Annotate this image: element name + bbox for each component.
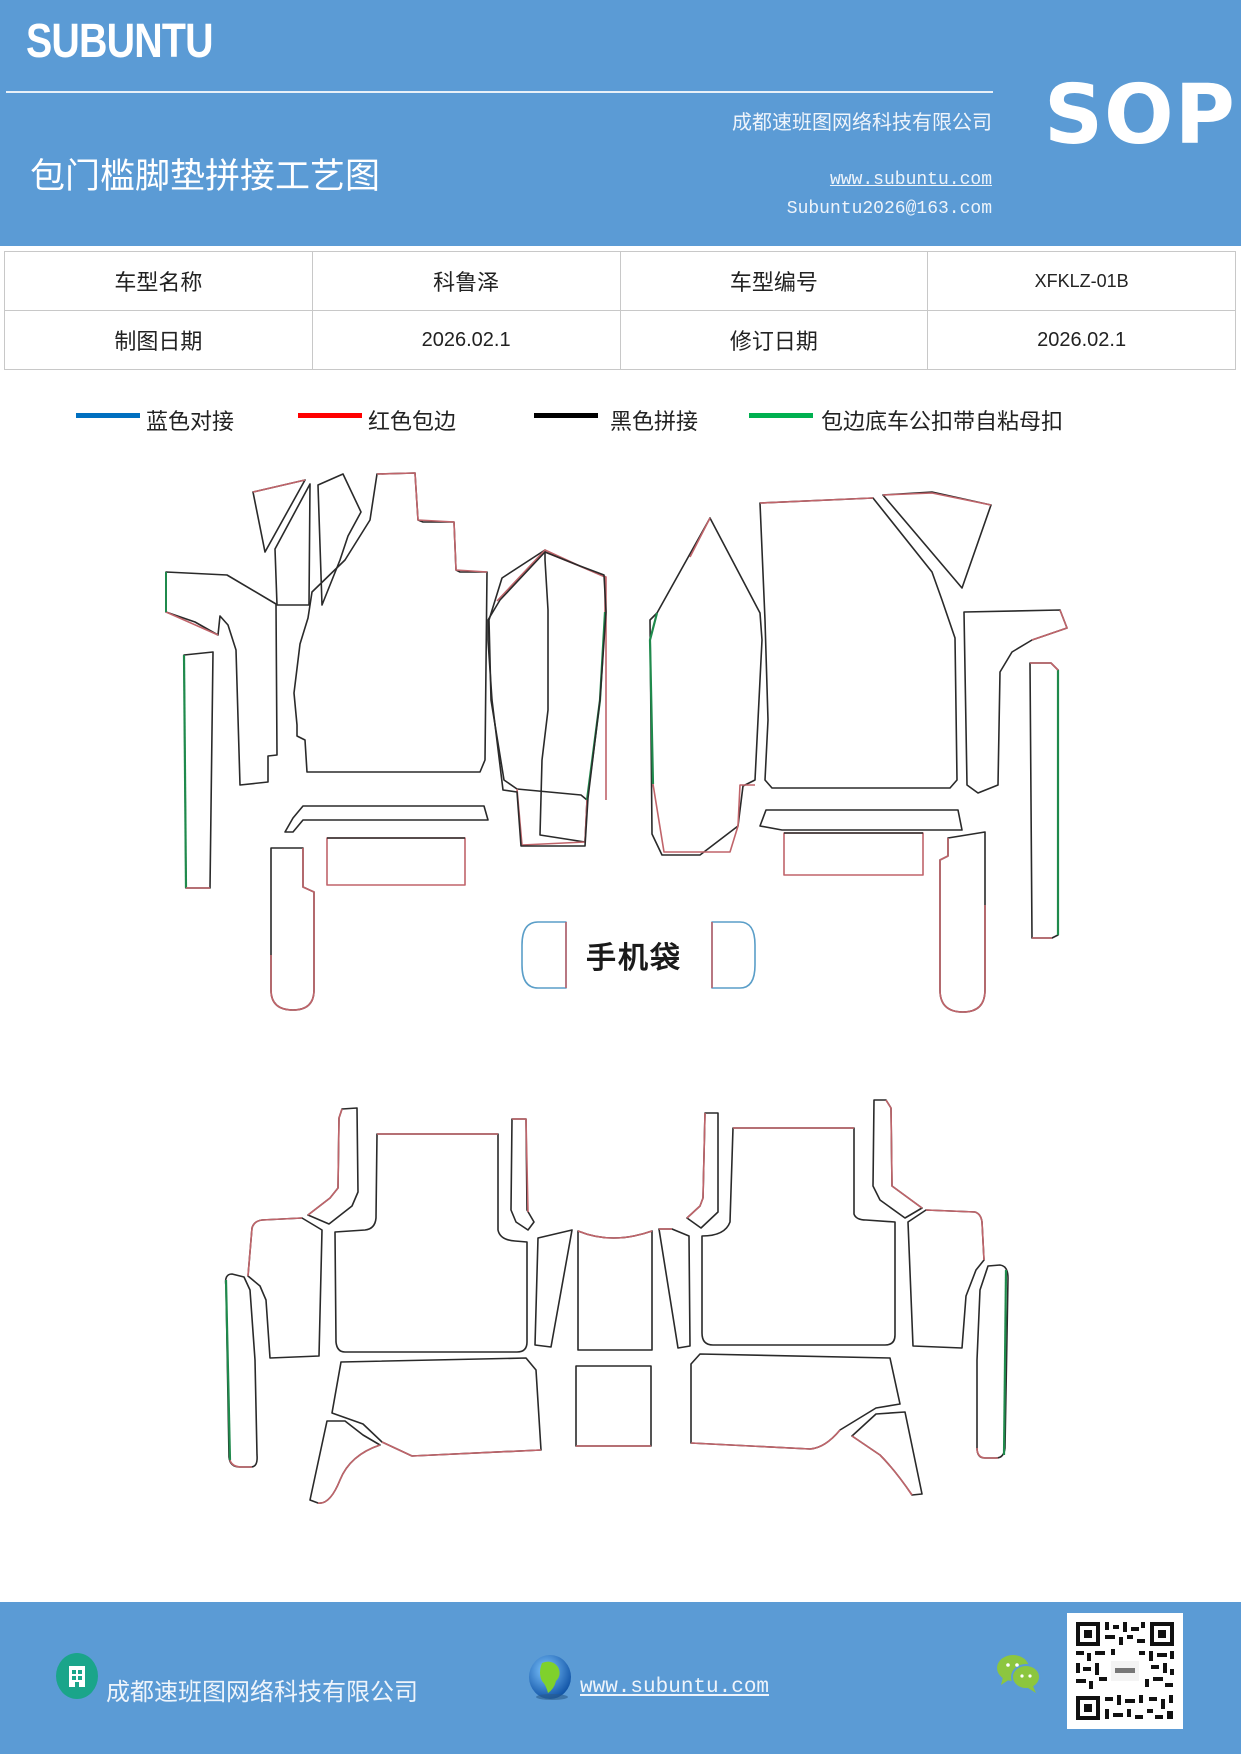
header-banner: SUBUNTU 包门槛脚垫拼接工艺图 成都速班图网络科技有限公司 www.sub… — [0, 0, 1241, 246]
footer-company-name: 成都速班图网络科技有限公司 — [106, 1678, 418, 1706]
phone-pocket-label: 手机袋 — [586, 941, 682, 976]
model-name-value: 科鲁泽 — [311, 251, 621, 311]
drawing-date-value: 2026.02.1 — [311, 310, 621, 370]
legend-item-red: 红色包边 — [298, 404, 456, 436]
wechat-icon — [997, 1655, 1041, 1693]
red-line-swatch — [298, 412, 362, 418]
vehicle-info-table: 车型名称 科鲁泽 车型编号 XFKLZ-01B 制图日期 2026.02.1 修… — [4, 251, 1236, 370]
legend-label: 黑色拼接 — [610, 410, 699, 435]
header-company-name: 成都速班图网络科技有限公司 — [732, 110, 992, 134]
legend-item-green: 包边底车公扣带自粘母扣 — [749, 404, 1063, 436]
floor-mat-pattern-drawing — [165, 472, 1068, 1504]
document-title: 包门槛脚垫拼接工艺图 — [30, 157, 381, 197]
footer-website-link[interactable]: www.subuntu.com — [580, 1676, 770, 1699]
revision-date-label: 修订日期 — [619, 310, 929, 370]
globe-icon — [529, 1655, 571, 1700]
revision-date-value: 2026.02.1 — [927, 310, 1236, 370]
model-code-value: XFKLZ-01B — [927, 251, 1236, 311]
header-email: Subuntu2026@163.com — [786, 199, 992, 219]
model-name-label: 车型名称 — [4, 251, 313, 311]
color-legend: 蓝色对接 红色包边 黑色拼接 包边底车公扣带自粘母扣 — [0, 404, 1241, 440]
green-line-swatch — [749, 412, 813, 418]
rear-mat-set — [224, 1099, 1009, 1504]
legend-item-blue: 蓝色对接 — [76, 404, 234, 436]
model-code-label: 车型编号 — [619, 251, 929, 311]
header-website-link[interactable]: www.subuntu.com — [829, 170, 992, 190]
legend-label: 蓝色对接 — [146, 410, 235, 435]
qr-code-image — [1076, 1622, 1174, 1720]
legend-item-black: 黑色拼接 — [534, 404, 698, 436]
table-row: 制图日期 2026.02.1 修订日期 2026.02.1 — [4, 310, 1236, 370]
legend-label: 红色包边 — [368, 410, 457, 435]
drawing-date-label: 制图日期 — [4, 310, 313, 370]
building-icon — [56, 1653, 98, 1699]
brand-logo: SUBUNTU — [26, 15, 213, 68]
header-divider — [6, 91, 993, 93]
sop-badge: SOP — [1044, 68, 1236, 163]
legend-label: 包边底车公扣带自粘母扣 — [821, 410, 1064, 435]
table-row: 车型名称 科鲁泽 车型编号 XFKLZ-01B — [4, 251, 1236, 311]
footer-banner: 成都速班图网络科技有限公司 www.subuntu.com — [0, 1602, 1241, 1754]
black-line-swatch — [534, 412, 598, 418]
blue-line-swatch — [76, 412, 140, 418]
front-mat-set — [165, 472, 1068, 1013]
qr-code — [1067, 1613, 1183, 1729]
